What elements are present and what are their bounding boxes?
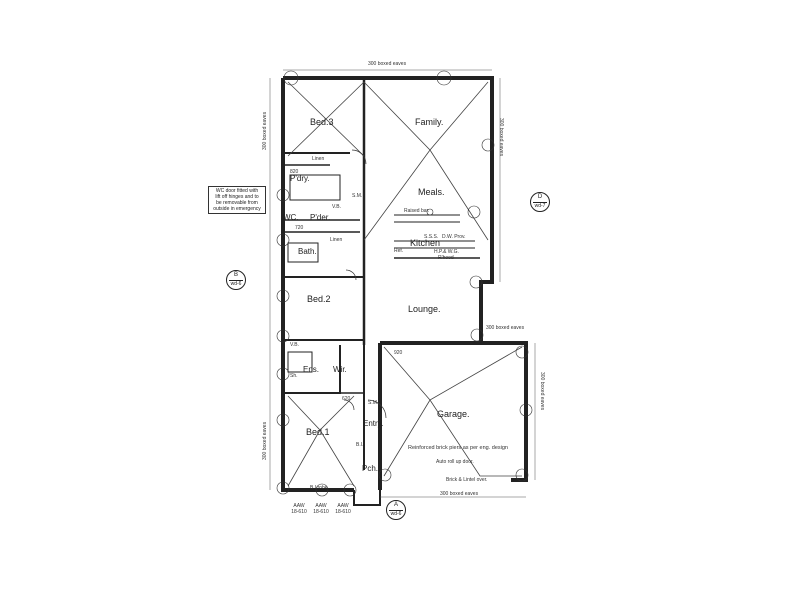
door-size-620: 620 [342, 396, 351, 402]
marker-sheet: wd-6 [230, 281, 242, 287]
eaves-right: 300 boxed eaves [498, 118, 504, 157]
room-label-meals: Meals. [418, 187, 445, 197]
room-label-garage: Garage. [437, 409, 470, 419]
room-label-bed3: Bed.3 [310, 117, 334, 127]
fixture-bi: B.I. [356, 442, 364, 448]
fixture-sh: Sh. [290, 373, 298, 379]
room-label-wir: Wir. [333, 365, 347, 374]
room-label-wc: WC. [283, 213, 299, 222]
marker-sheet: wd-6 [390, 511, 402, 517]
porch-wall [353, 480, 381, 506]
note-line: be removable from [216, 200, 258, 206]
room-label-entry: Entry. [363, 419, 384, 428]
kitchen-bench [394, 214, 475, 249]
room-label-powder: P'der. [310, 213, 331, 222]
room-label-bed1: Bed.1 [306, 427, 330, 437]
room-label-kitchen: Kitchen [410, 238, 441, 248]
fixture-rhood: R'hood [438, 255, 454, 261]
section-marker-d: D wd-7 [530, 192, 550, 212]
eaves-garage-top: 300 boxed eaves [486, 325, 525, 331]
fixture-sm-entry: S.M. [368, 400, 379, 406]
window-tag: AAW 18-610 [335, 503, 351, 515]
window-tag: AAW 18-610 [313, 503, 329, 515]
wc-door-note: WC door fitted with lift off hinges and … [208, 186, 266, 214]
fixture-hpr: H.P.& W.G. [434, 249, 459, 255]
fixture-sm-top: S.M. [352, 193, 363, 199]
marker-sheet: wd-7 [534, 203, 546, 209]
marker-letter: D [537, 194, 543, 200]
pantry-box [289, 174, 341, 201]
room-label-bath: Bath. [298, 247, 317, 256]
door-size-920: 920 [394, 350, 403, 356]
room-label-family: Family. [415, 117, 444, 127]
note-line: WC door fitted with [215, 188, 259, 194]
eaves-top: 300 boxed eaves [368, 61, 407, 67]
room-label-lounge: Lounge. [408, 304, 441, 314]
fixture-sink: S.S.S. [424, 234, 439, 240]
garage-roller-door: Auto roll up door. [436, 459, 474, 465]
section-marker-a: A wd-6 [386, 500, 406, 520]
bath-box [287, 242, 319, 263]
fixture-vb-ens: V.B. [290, 342, 299, 348]
room-label-bed2: Bed.2 [307, 294, 331, 304]
room-label-pantry: P'dry. [290, 174, 310, 183]
fixture-bi-robe: B.I.robe [310, 485, 328, 491]
section-marker-b: B wd-6 [226, 270, 246, 290]
garage-piers-note: Reinforced brick piers as per eng. desig… [408, 445, 508, 451]
ens-box [287, 351, 313, 373]
note-line: outside in emergency [213, 206, 261, 212]
marker-letter: A [393, 502, 398, 508]
door-size-720: 720 [295, 225, 304, 231]
marker-letter: B [233, 272, 238, 278]
eaves-garage-right: 300 boxed eaves [539, 372, 545, 411]
fixture-vb-powder: V.B. [332, 204, 341, 210]
door-size-820: 820 [290, 169, 299, 175]
fixture-linen-top: Linen [312, 156, 325, 162]
fixture-dw: D.W. Prov. [442, 234, 466, 240]
eaves-bottom: 300 boxed eaves [440, 491, 479, 497]
garage-lintel: Brick & Lintel over. [446, 477, 488, 483]
eaves-left-low: 300 boxed eaves [262, 421, 268, 460]
eaves-left: 300 boxed eaves [262, 111, 268, 150]
outer-wall-left [281, 78, 354, 492]
room-label-porch: Pch. [362, 464, 379, 473]
fixture-ref: Ref. [394, 248, 404, 254]
room-label-ens: Ens. [303, 365, 320, 374]
note-line: lift off hinges and to [215, 194, 259, 200]
fixture-linen-bath: Linen [330, 237, 343, 243]
fixture-raised-bar: Raised bar. [404, 208, 430, 214]
window-tag: AAW 18-610 [291, 503, 307, 515]
